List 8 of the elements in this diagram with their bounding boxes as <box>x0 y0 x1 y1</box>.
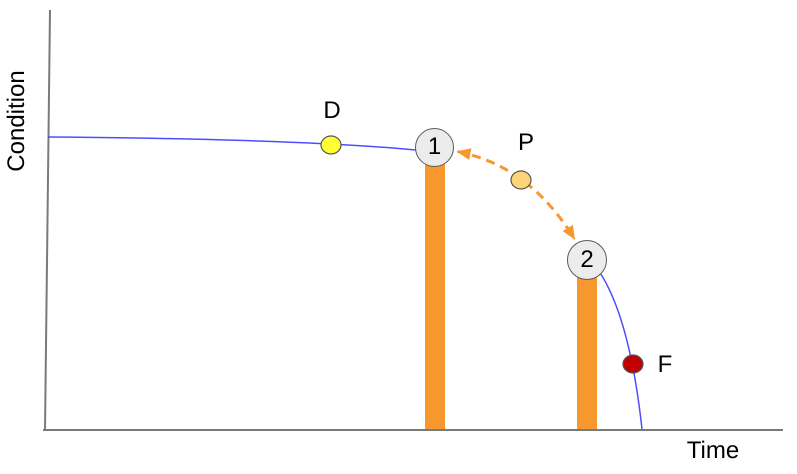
vertical-bar <box>424 164 444 429</box>
dashed-arrow <box>456 148 576 240</box>
vertical-bar <box>577 277 597 429</box>
axis-label: Condition <box>5 70 29 172</box>
point-label: F <box>658 353 672 377</box>
point-label: P <box>518 131 534 155</box>
point-label: D <box>323 99 341 123</box>
axis-label: Time <box>686 439 740 463</box>
